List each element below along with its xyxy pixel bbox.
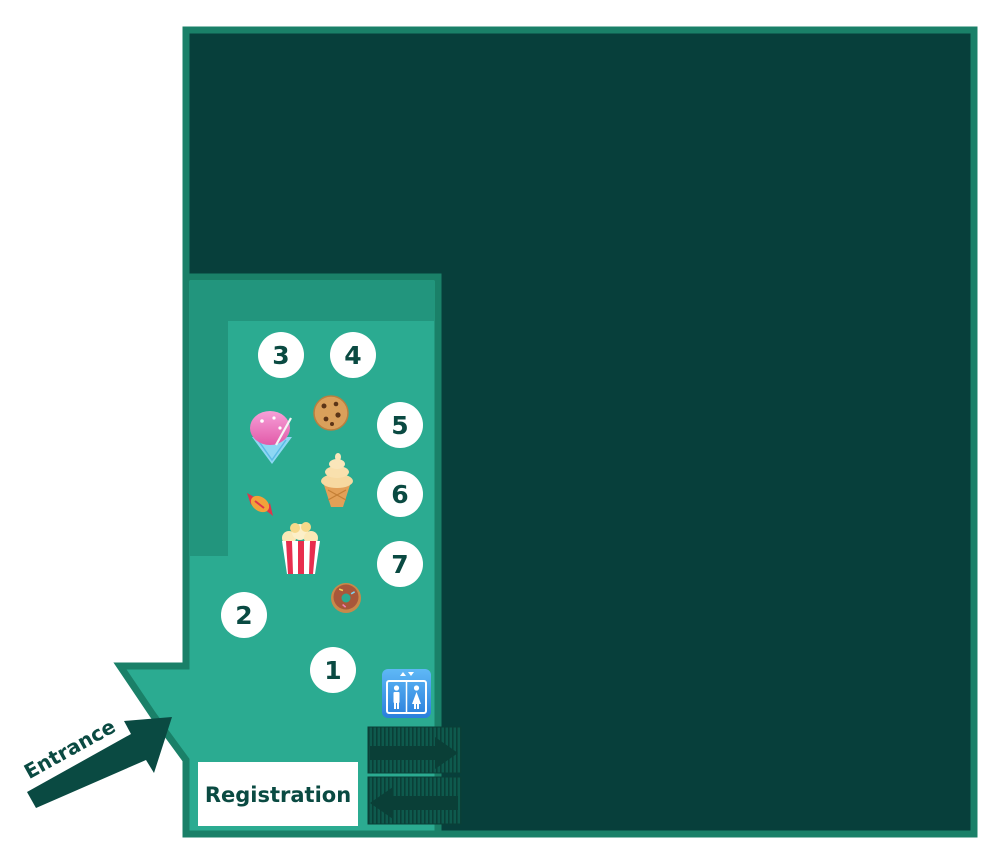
registration-label: Registration bbox=[205, 783, 351, 807]
donut-icon[interactable] bbox=[331, 583, 361, 613]
escalator-up-arrow-icon bbox=[370, 737, 458, 769]
registration-desk[interactable]: Registration bbox=[198, 762, 358, 826]
marker-5-label: 5 bbox=[391, 411, 408, 440]
entrance-arrow-icon bbox=[27, 717, 172, 808]
escalator-down-arrow-icon bbox=[370, 787, 458, 819]
marker-2-label: 2 bbox=[235, 601, 252, 630]
candy-icon[interactable] bbox=[247, 493, 273, 516]
marker-1[interactable]: 1 bbox=[310, 647, 356, 693]
marker-6-label: 6 bbox=[391, 480, 408, 509]
escalators bbox=[367, 726, 462, 825]
soft-serve-icon[interactable] bbox=[321, 453, 353, 507]
entrance[interactable]: Entrance bbox=[20, 714, 172, 808]
marker-5[interactable]: 5 bbox=[377, 402, 423, 448]
marker-4-label: 4 bbox=[344, 341, 361, 370]
cookie-icon[interactable] bbox=[313, 395, 349, 431]
marker-3-label: 3 bbox=[272, 341, 289, 370]
shaved-ice-icon[interactable] bbox=[250, 411, 292, 464]
marker-3[interactable]: 3 bbox=[258, 332, 304, 378]
marker-2[interactable]: 2 bbox=[221, 592, 267, 638]
marker-7[interactable]: 7 bbox=[377, 541, 423, 587]
escalator-up bbox=[367, 726, 462, 774]
marker-7-label: 7 bbox=[391, 550, 408, 579]
marker-1-label: 1 bbox=[324, 656, 341, 685]
popcorn-icon[interactable] bbox=[282, 522, 320, 574]
escalator-down bbox=[367, 776, 462, 825]
marker-6[interactable]: 6 bbox=[377, 471, 423, 517]
marker-4[interactable]: 4 bbox=[330, 332, 376, 378]
restroom-icon[interactable] bbox=[382, 669, 431, 718]
raised-section bbox=[190, 281, 434, 556]
